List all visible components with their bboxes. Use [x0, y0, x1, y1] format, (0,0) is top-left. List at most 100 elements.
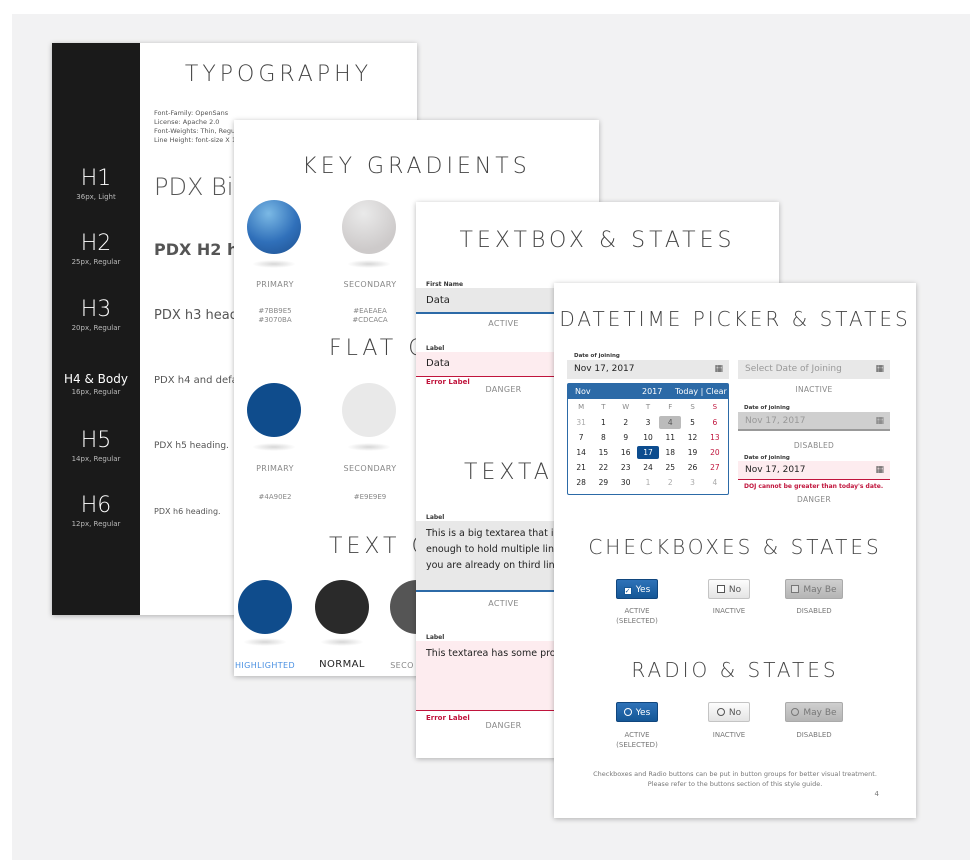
secondary-flat-caption: SECONDARY — [343, 464, 397, 473]
secondary-flat-hex: #E9E9E9 — [353, 493, 387, 501]
calendar-day[interactable]: 14 — [576, 448, 586, 457]
calendar-day[interactable]: 16 — [620, 448, 631, 457]
h2-sample: PDX H2 h — [154, 240, 239, 259]
calendar-day[interactable]: 5 — [690, 418, 695, 427]
weekday-header: S — [690, 403, 695, 411]
calendar-day[interactable]: 10 — [643, 433, 653, 442]
calendar-day[interactable]: 29 — [598, 478, 609, 487]
calendar-day[interactable]: 1 — [601, 418, 606, 427]
checkboxes-title: CHECKBOXES & STATES — [588, 535, 882, 559]
calendar-day[interactable]: 20 — [710, 448, 720, 457]
secondary-flat-swatch — [342, 383, 396, 437]
swatch-shadow — [243, 638, 287, 646]
calendar-day[interactable]: 21 — [576, 463, 586, 472]
calendar-day[interactable]: 30 — [620, 478, 631, 487]
swatch-shadow — [320, 638, 364, 646]
page-title: TYPOGRAPHY — [184, 62, 373, 87]
secondary-gradient-hex: #EAEAEA#CDCACA — [352, 307, 388, 324]
secondary-gradient-swatch — [342, 200, 396, 254]
calendar-day[interactable]: 24 — [643, 463, 653, 472]
textarea-danger-caption: DANGER — [485, 721, 522, 730]
calendar-day[interactable]: 22 — [598, 463, 609, 472]
calendar-day[interactable]: 27 — [710, 463, 720, 472]
calendar-day[interactable]: 12 — [687, 433, 698, 442]
normal-caption: NORMAL — [319, 659, 365, 670]
calendar-day[interactable]: 26 — [687, 463, 698, 472]
secondary-gradient-caption: SECONDARY — [343, 280, 397, 289]
calendar-year[interactable]: 2017 — [642, 387, 663, 396]
datetime-page: DATETIME PICKER & STATES Date of joining… — [554, 283, 916, 818]
normal-swatch — [315, 580, 369, 634]
swatch-shadow — [347, 443, 391, 451]
calendar-day[interactable]: 2 — [623, 418, 629, 427]
date-input-danger[interactable]: Nov 17, 2017 ▦ — [738, 461, 890, 480]
highlighted-caption: HIGHLIGHTED — [234, 661, 296, 670]
calendar-day[interactable]: 13 — [710, 433, 720, 442]
today-clear-actions[interactable]: Today | Clear — [675, 387, 727, 396]
calendar-day[interactable]: 25 — [665, 463, 676, 472]
radio-disabled-caption: DISABLED — [796, 731, 832, 739]
heading-sidebar — [52, 43, 140, 615]
textarea-label: Label — [426, 514, 445, 521]
first-name-label: First Name — [426, 281, 464, 288]
calendar-day[interactable]: 11 — [665, 433, 676, 442]
calendar-day[interactable]: 7 — [578, 433, 584, 442]
danger-date-label: Date of joining — [744, 455, 790, 461]
calendar-day[interactable]: 2 — [667, 478, 673, 487]
swatch-shadow — [347, 260, 391, 268]
primary-flat-swatch — [247, 383, 301, 437]
calendar-day[interactable]: 8 — [601, 433, 606, 442]
checkbox-maybe-button: May Be — [785, 579, 843, 599]
textarea-title: TEXTAR — [464, 460, 573, 485]
calendar-day[interactable]: 17 — [636, 446, 660, 459]
disabled-date-label: Date of joining — [744, 405, 790, 411]
weekday-header: F — [668, 403, 673, 411]
checkmark-icon: ✓ — [623, 587, 632, 595]
checkbox-yes-button[interactable]: ✓Yes — [616, 579, 658, 599]
h1-sample: PDX Bi — [154, 173, 234, 201]
license-text: License: Apache 2.0 — [154, 118, 220, 126]
danger-state-caption: DANGER — [485, 385, 522, 394]
weekday-header: T — [601, 403, 606, 411]
calendar-header: Nov 2017 Today | Clear — [568, 384, 728, 399]
footer-note: Checkboxes and Radio buttons can be put … — [593, 770, 877, 788]
calendar-day[interactable]: 15 — [598, 448, 609, 457]
calendar-day[interactable]: 9 — [623, 433, 629, 442]
calendar-day[interactable]: 31 — [576, 418, 586, 427]
radio-no-button[interactable]: No — [708, 702, 750, 722]
calendar-day[interactable]: 18 — [665, 448, 676, 457]
calendar-day[interactable]: 6 — [712, 418, 718, 427]
calendar-day[interactable]: 28 — [576, 478, 586, 487]
date-input-active[interactable]: Nov 17, 2017 ▦ — [567, 360, 729, 379]
h5-sample: PDX h5 heading. — [154, 441, 229, 451]
checkbox-active-caption: ACTIVE(SELECTED) — [616, 607, 658, 625]
textarea-active-caption: ACTIVE — [488, 599, 519, 608]
calendar-icon[interactable]: ▦ — [875, 364, 884, 374]
textbox-title: TEXTBOX & STATES — [459, 228, 736, 253]
calendar-day[interactable]: 3 — [690, 478, 695, 487]
calendar-day[interactable]: 4 — [659, 416, 682, 429]
weekday-header: M — [578, 403, 585, 411]
danger-label: Label — [426, 345, 445, 352]
calendar-day[interactable]: 23 — [620, 463, 631, 472]
radio-yes-button[interactable]: Yes — [616, 702, 658, 722]
date-input-inactive[interactable]: Select Date of Joining ▦ — [738, 360, 890, 379]
datetime-title: DATETIME PICKER & STATES — [559, 307, 911, 331]
checkbox-no-button[interactable]: No — [708, 579, 750, 599]
calendar-day[interactable]: 4 — [712, 478, 718, 487]
calendar-icon[interactable]: ▦ — [714, 364, 723, 374]
danger-error-text: Error Label — [426, 378, 470, 386]
calendar-icon[interactable]: ▦ — [875, 465, 884, 475]
calendar-month[interactable]: Nov — [575, 387, 591, 396]
swatch-shadow — [252, 260, 296, 268]
calendar-day[interactable]: 3 — [645, 418, 651, 427]
calendar-day[interactable]: 1 — [645, 478, 651, 487]
calendar-day[interactable]: 19 — [687, 448, 698, 457]
danger-textarea-label: Label — [426, 634, 445, 641]
inactive-state-caption: INACTIVE — [795, 385, 833, 394]
radio-icon — [623, 708, 632, 716]
